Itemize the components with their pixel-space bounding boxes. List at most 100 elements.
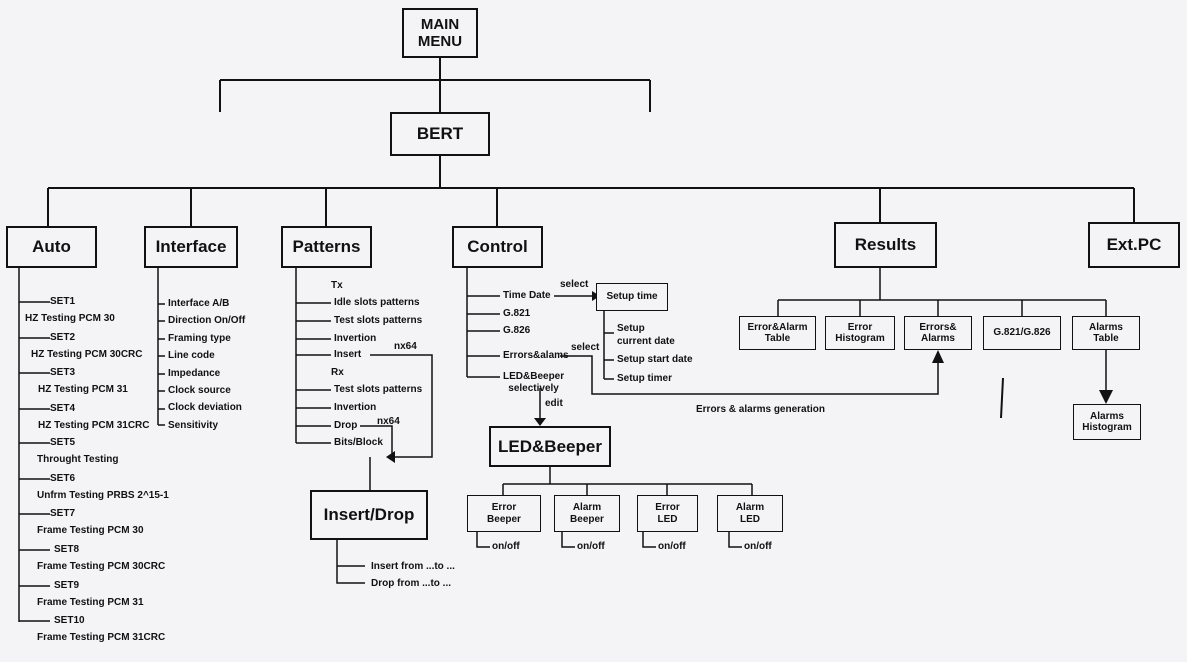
errors-generation-label: Errors & alarms generation xyxy=(696,404,825,415)
auto-set-6: SET6 xyxy=(50,473,76,484)
interface-item: Framing type xyxy=(168,332,231,344)
patterns-rx-item: Bits/Block xyxy=(334,437,383,448)
control-item: G.821 xyxy=(503,308,531,319)
auto-set-7: SET7 xyxy=(50,508,76,519)
led-beeper-label: LED&Beeper xyxy=(498,436,602,456)
setup-time-label: Setup time xyxy=(606,291,658,303)
auto-set-3: SET3 xyxy=(50,367,76,378)
alarm-beeper-box: Alarm Beeper xyxy=(554,495,620,532)
patterns-tx-item: Test slots patterns xyxy=(334,315,423,326)
error-alarm-table-label: Error&Alarm Table xyxy=(747,321,808,345)
main-menu-label: MAIN MENU xyxy=(417,15,463,50)
auto-set-4: SET4 xyxy=(50,403,76,414)
setup-item: Setup timer xyxy=(617,373,673,384)
error-histogram-box: Error Histogram xyxy=(825,316,895,350)
control-label: Control xyxy=(467,237,528,257)
interface-item: Line code xyxy=(168,350,215,362)
auto-desc-9: Frame Testing PCM 31 xyxy=(37,597,144,608)
interface-label: Interface xyxy=(155,237,227,257)
ext-pc-box: Ext.PC xyxy=(1088,222,1180,268)
insert-drop-box: Insert/Drop xyxy=(310,490,428,540)
errors-alarms-label: Errors& Alarms xyxy=(919,321,957,345)
alarms-table-box: Alarms Table xyxy=(1072,316,1140,350)
error-histogram-label: Error Histogram xyxy=(835,321,885,345)
auto-set-9: SET9 xyxy=(54,580,80,591)
alarms-histogram-label: Alarms Histogram xyxy=(1082,410,1132,434)
patterns-rx-item: Drop xyxy=(334,420,358,431)
errors-alarms-box: Errors& Alarms xyxy=(904,316,972,350)
main-menu-box: MAIN MENU xyxy=(402,8,478,58)
insert-drop-item: Insert from ...to ... xyxy=(371,561,455,572)
setup-item: Setup current date xyxy=(617,323,675,347)
select-label: select xyxy=(571,342,600,353)
alarm-led-box: Alarm LED xyxy=(717,495,783,532)
auto-desc-10: Frame Testing PCM 31CRC xyxy=(37,632,166,643)
patterns-label: Patterns xyxy=(292,237,361,257)
nx64-label: nx64 xyxy=(394,341,417,352)
auto-set-8: SET8 xyxy=(54,544,80,555)
auto-set-10: SET10 xyxy=(54,615,85,626)
alarms-table-label: Alarms Table xyxy=(1089,321,1123,345)
error-beeper-label: Error Beeper xyxy=(487,502,521,525)
edit-label: edit xyxy=(545,398,563,409)
auto-desc-1: HZ Testing PCM 30 xyxy=(25,313,115,324)
results-box: Results xyxy=(834,222,937,268)
patterns-rx-item: Test slots patterns xyxy=(334,384,423,395)
insert-drop-label: Insert/Drop xyxy=(323,505,415,525)
auto-label: Auto xyxy=(32,237,71,257)
auto-set-2: SET2 xyxy=(50,332,76,343)
interface-item: Clock deviation xyxy=(168,402,242,414)
g821-g826-label: G.821/G.826 xyxy=(993,327,1051,339)
results-label: Results xyxy=(854,235,917,255)
interface-item: Impedance xyxy=(168,367,221,379)
led-beeper-box: LED&Beeper xyxy=(489,426,611,467)
control-item: G.826 xyxy=(503,325,531,336)
auto-box: Auto xyxy=(6,226,97,268)
insert-drop-item: Drop from ...to ... xyxy=(371,578,451,589)
auto-set-1: SET1 xyxy=(50,296,76,307)
interface-item: Sensitivity xyxy=(168,419,219,431)
setup-time-box: Setup time xyxy=(596,283,668,311)
auto-desc-4: HZ Testing PCM 31CRC xyxy=(38,420,150,431)
auto-set-5: SET5 xyxy=(50,437,76,448)
patterns-tx-item: Idle slots patterns xyxy=(334,297,420,308)
auto-desc-5: Throught Testing xyxy=(37,454,119,465)
interface-item: Interface A/B xyxy=(168,298,230,309)
bert-box: BERT xyxy=(390,112,490,156)
interface-list: Interface A/B Direction On/Off Framing t… xyxy=(168,298,245,437)
interface-box: Interface xyxy=(144,226,238,268)
patterns-box: Patterns xyxy=(281,226,372,268)
on-off-label: on/off xyxy=(658,541,686,552)
auto-desc-3: HZ Testing PCM 31 xyxy=(38,384,128,395)
patterns-tx-item: Invertion xyxy=(334,333,377,344)
nx64-label: nx64 xyxy=(377,416,400,427)
setup-item: Setup start date xyxy=(617,354,693,365)
control-item: LED&Beeper selectively xyxy=(503,371,565,394)
alarm-led-label: Alarm LED xyxy=(735,502,765,525)
on-off-label: on/off xyxy=(577,541,605,552)
bert-label: BERT xyxy=(416,124,464,144)
error-alarm-table-box: Error&Alarm Table xyxy=(739,316,816,350)
error-led-box: Error LED xyxy=(637,495,698,532)
interface-item: Direction On/Off xyxy=(168,315,246,327)
alarm-beeper-label: Alarm Beeper xyxy=(570,502,604,525)
error-led-label: Error LED xyxy=(655,502,680,525)
patterns-rx-label: Rx xyxy=(331,367,344,378)
control-box: Control xyxy=(452,226,543,268)
on-off-label: on/off xyxy=(492,541,520,552)
on-off-label: on/off xyxy=(744,541,772,552)
patterns-rx-item: Invertion xyxy=(334,402,377,413)
auto-desc-6: Unfrm Testing PRBS 2^15-1 xyxy=(37,490,169,501)
select-label: select xyxy=(560,279,589,290)
patterns-tx-label: Tx xyxy=(331,280,343,291)
error-beeper-box: Error Beeper xyxy=(467,495,541,532)
g821-g826-box: G.821/G.826 xyxy=(983,316,1061,350)
patterns-tx-item: Insert xyxy=(334,349,362,360)
control-item: Errors&alams xyxy=(503,350,569,361)
interface-item: Clock source xyxy=(168,384,231,396)
control-item: Time Date xyxy=(503,290,551,301)
auto-desc-8: Frame Testing PCM 30CRC xyxy=(37,561,166,572)
alarms-histogram-box: Alarms Histogram xyxy=(1073,404,1141,440)
